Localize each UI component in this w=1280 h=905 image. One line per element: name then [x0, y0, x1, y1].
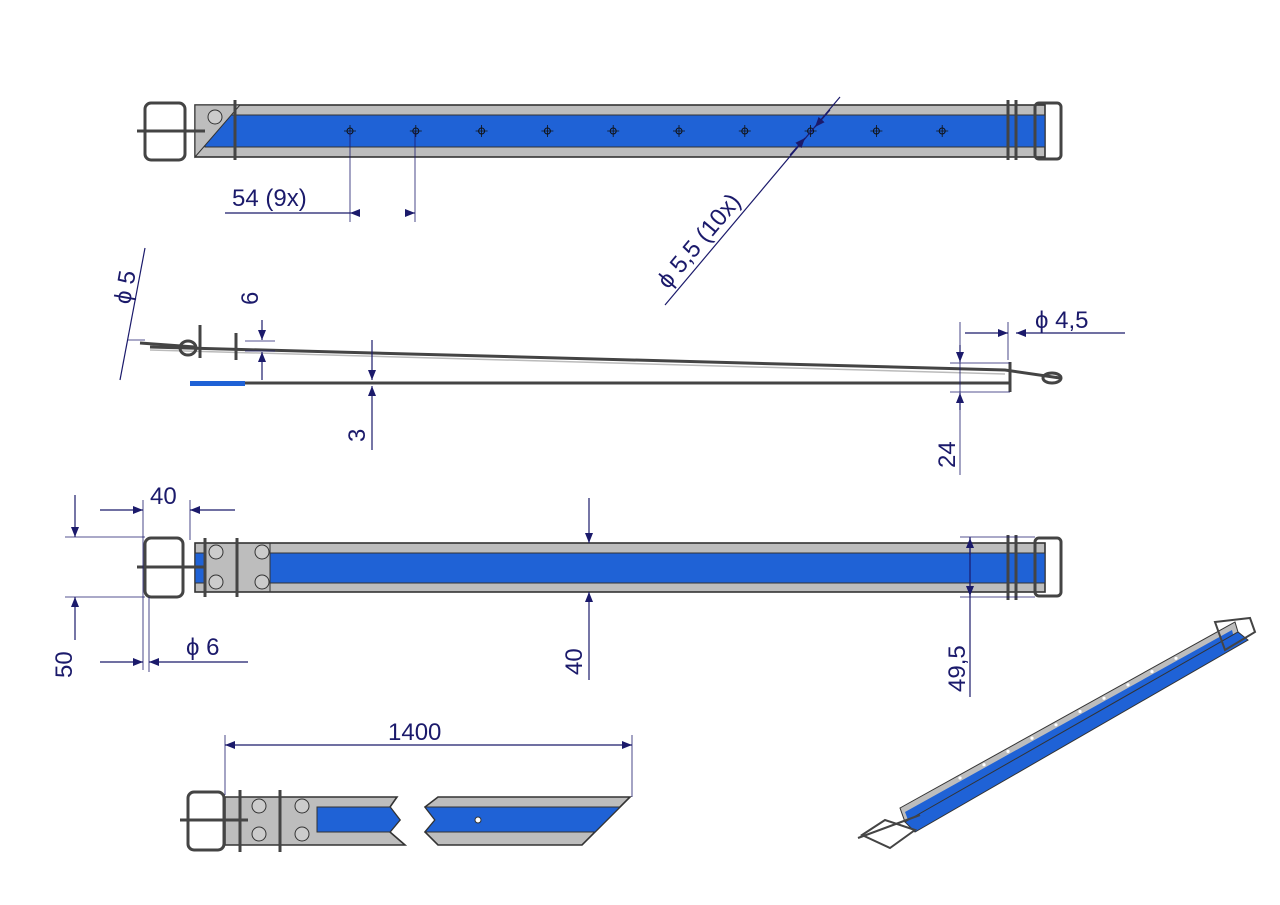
- total-length-dimension: 1400: [224, 719, 633, 797]
- loop-wire-label: ϕ 4,5: [1035, 307, 1088, 334]
- iso-hole: [1078, 709, 1082, 714]
- buckle-height-dimension-front: 50: [51, 495, 145, 678]
- buckle-width-label: 40: [150, 483, 177, 510]
- hole-centerline: [936, 125, 949, 137]
- iso-hole: [1030, 736, 1034, 740]
- hole-centerline: [738, 125, 751, 137]
- pin-diameter-label: ϕ 5: [109, 268, 141, 306]
- iso-hole: [1054, 723, 1058, 727]
- length-view-strap: [180, 790, 632, 852]
- strap-width-label: 40: [561, 648, 588, 675]
- side-view-strap: [139, 325, 1063, 392]
- hole-centerline: [541, 125, 554, 137]
- iso-hole: [1174, 656, 1178, 660]
- loop-height-dimension-front: 49,5: [944, 536, 1035, 697]
- hole-centerline: [409, 125, 422, 137]
- buckle-height-label-front: 50: [51, 651, 78, 678]
- hole-centerline: [607, 125, 620, 137]
- iso-hole: [958, 776, 962, 780]
- end-loop-icon: [1033, 536, 1063, 598]
- hole-spacing-label: 54 (9x): [232, 185, 307, 212]
- iso-hole: [1126, 683, 1130, 687]
- end-loop-icon: [1033, 101, 1063, 161]
- isometric-holes: [958, 656, 1178, 780]
- hole-centerline: [870, 125, 883, 137]
- buckle-height-label: 6: [237, 292, 264, 305]
- iso-hole: [1150, 670, 1154, 674]
- buckle-width-dimension: 40: [100, 483, 235, 670]
- iso-hole: [1006, 749, 1010, 754]
- buckle-height-dimension: 6: [237, 292, 275, 380]
- iso-hole: [1102, 696, 1106, 700]
- rivet-diameter-label: ϕ 6: [186, 634, 219, 661]
- loop-height-dimension: 24: [934, 345, 1010, 468]
- top-view-strap: [137, 100, 1063, 162]
- loop-height-label-front: 49,5: [944, 645, 971, 692]
- strap-thickness-dimension: 3: [344, 340, 376, 450]
- total-length-label: 1400: [388, 719, 441, 746]
- loop-wire-dimension: ϕ 4,5: [959, 307, 1125, 475]
- strap-thickness-label: 3: [344, 429, 371, 442]
- front-view-strap: [137, 535, 1063, 600]
- isometric-view: [857, 616, 1257, 850]
- hole-spacing-dimension: 54 (9x): [225, 131, 416, 222]
- hole-centerline: [804, 125, 817, 137]
- rivet-diameter-dimension: ϕ 6: [100, 597, 248, 672]
- hole-centerline: [475, 125, 488, 137]
- strap-width-dimension: 40: [561, 498, 593, 680]
- hole-centerline: [673, 125, 685, 137]
- iso-hole: [982, 763, 986, 767]
- hole-diameter-label: ϕ 5,5 (10x): [652, 189, 746, 294]
- pin-diameter-dimension: ϕ 5: [109, 247, 146, 381]
- loop-height-label: 24: [934, 441, 961, 468]
